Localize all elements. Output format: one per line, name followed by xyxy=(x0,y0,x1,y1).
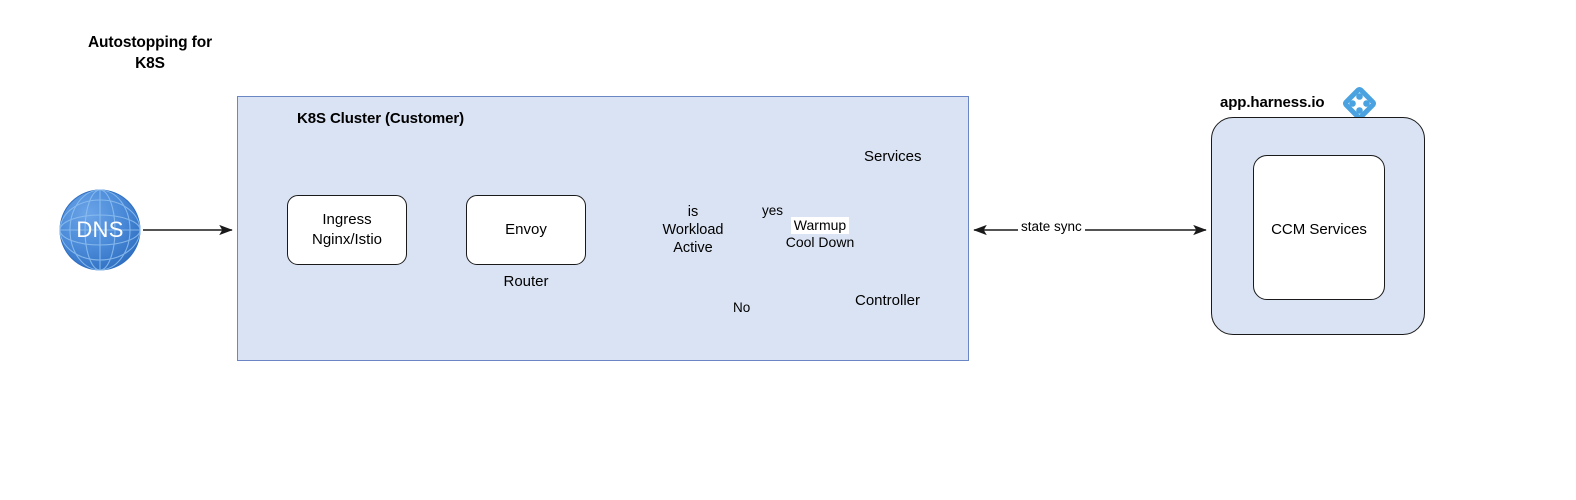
edge-label-state-sync: state sync xyxy=(1018,219,1085,234)
controller-node-label: Controller xyxy=(855,292,921,309)
edge-label-no: No xyxy=(731,300,753,315)
router-label: Router xyxy=(503,273,549,290)
cooldown-text: Cool Down xyxy=(785,234,855,250)
envoy-node[interactable]: Envoy xyxy=(466,195,586,265)
cluster-title: K8S Cluster (Customer) xyxy=(297,110,464,127)
ccm-services-box[interactable] xyxy=(1253,155,1385,300)
harness-diamond-logo xyxy=(1342,86,1377,121)
ingress-node[interactable]: Ingress Nginx/Istio xyxy=(287,195,407,265)
page-title: Autostopping for K8S xyxy=(87,34,213,72)
edge-label-yes: yes xyxy=(760,203,786,218)
services-node-label: Services xyxy=(864,148,922,165)
ccm-services-label: CCM Services xyxy=(1271,221,1367,238)
harness-title: app.harness.io xyxy=(1220,94,1325,111)
dns-node-icon xyxy=(59,189,141,271)
warmup-text: Warmup xyxy=(790,217,850,234)
warmup-cooldown-label: Warmup Cool Down xyxy=(772,217,868,251)
